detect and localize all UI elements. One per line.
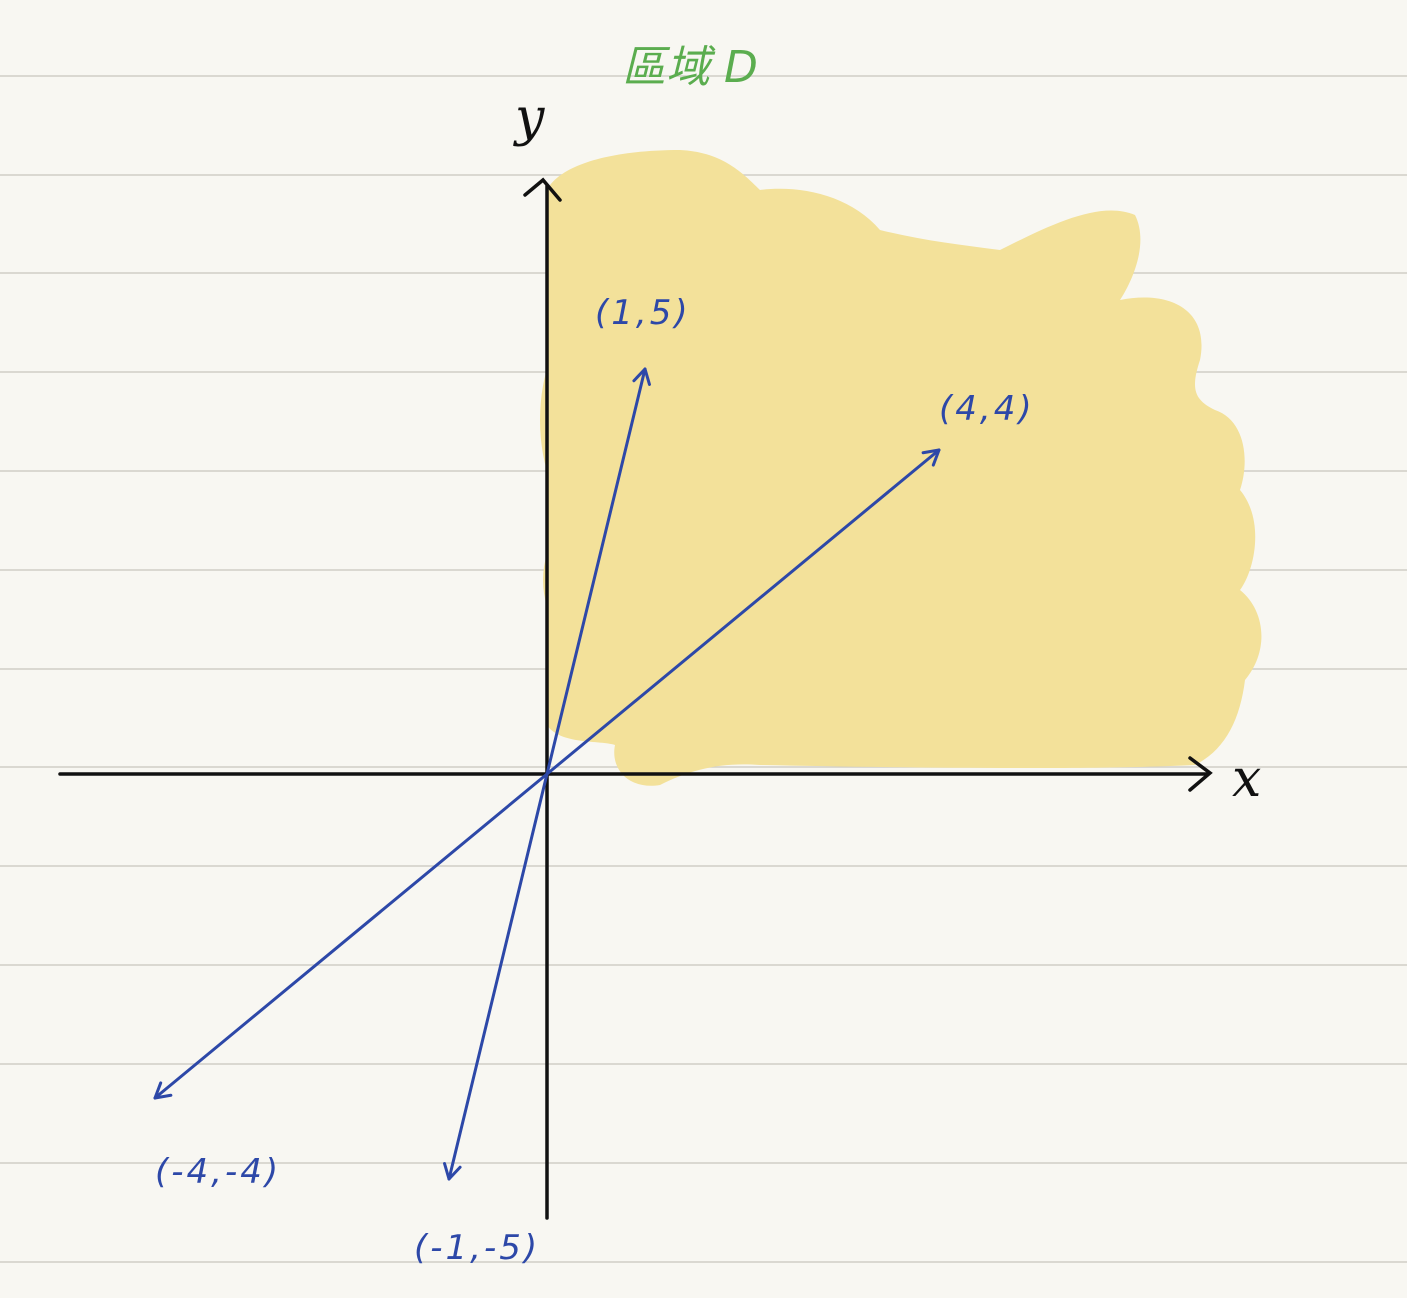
y-axis-arrowhead xyxy=(523,177,562,202)
region-title: 區域 D xyxy=(622,42,758,93)
y-axis-label: y xyxy=(513,88,545,148)
vector-label-2: (4,4) xyxy=(939,389,1035,429)
vector-arrow-2 xyxy=(545,448,941,776)
vector-arrow-1 xyxy=(545,367,651,776)
x-axis-label: x xyxy=(1232,749,1261,809)
vector-arrow-3 xyxy=(153,772,549,1100)
vector-arrow-4 xyxy=(443,772,549,1181)
vector-label-1: (1,5) xyxy=(595,293,691,333)
vector-label-3: (-4,-4) xyxy=(155,1152,281,1192)
vectors: (1,5) (4,4) (-4,-4) (-1,-5) xyxy=(153,293,1035,1268)
x-axis-arrowhead xyxy=(1188,756,1213,792)
axes xyxy=(58,177,1213,1220)
vector-label-4: (-1,-5) xyxy=(414,1228,540,1268)
